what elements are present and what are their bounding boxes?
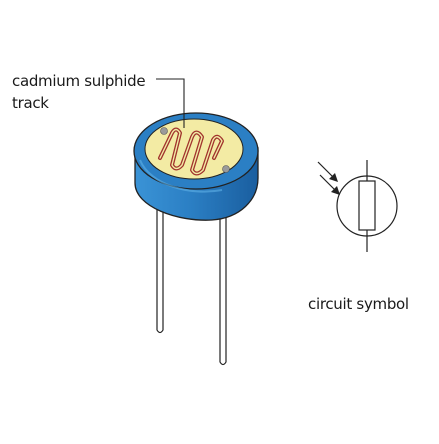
lead-left	[156, 207, 164, 334]
contact-pad-right	[222, 165, 230, 173]
track-label-line2: track	[12, 94, 49, 112]
circuit-symbol-label: circuit symbol	[308, 295, 409, 313]
incident-light-arrows-icon	[317, 161, 340, 195]
ldr-circuit-symbol	[336, 160, 398, 252]
track-label-line1: cadmium sulphide	[12, 72, 146, 90]
cadmium-sulphide-track	[158, 127, 224, 176]
lead-right	[219, 213, 227, 366]
track-leader-line	[156, 78, 185, 128]
contact-pad-left	[160, 127, 168, 135]
